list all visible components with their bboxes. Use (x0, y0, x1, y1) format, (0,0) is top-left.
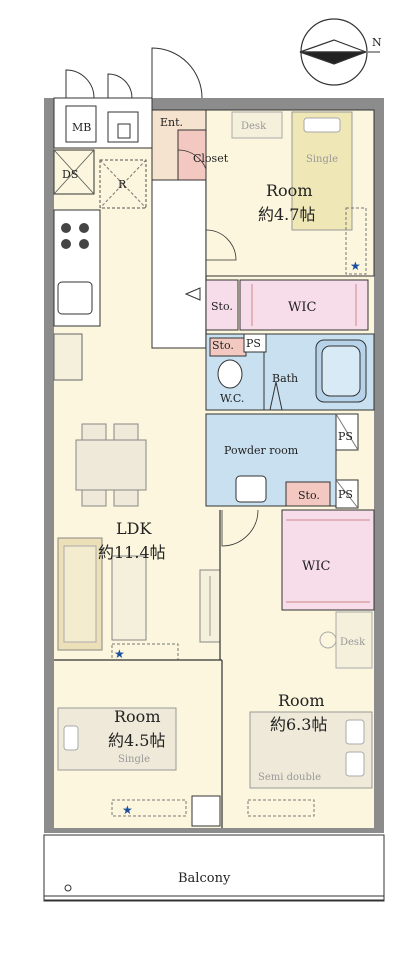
single-bed-bl (57, 707, 177, 771)
room-right-size: 約6.3帖 (270, 715, 327, 734)
desk-top-label: Desk (241, 121, 267, 132)
r-label: R (118, 178, 127, 191)
ldk-size: 約11.4帖 (98, 543, 166, 562)
ps-right2-label: PS (338, 488, 353, 501)
room-bl-size: 約4.5帖 (108, 731, 165, 750)
room-top-name: Room (266, 181, 312, 200)
room-right-name: Room (278, 691, 324, 710)
wic-right (281, 509, 375, 611)
dining-table (75, 439, 147, 491)
star-icon: ★ (114, 647, 125, 661)
wic-right-label: WIC (302, 559, 330, 574)
closet-label: Closet (193, 152, 229, 165)
ent-label: Ent. (160, 116, 183, 129)
wic-top-label: WIC (288, 300, 316, 315)
single-bl-label: Single (118, 754, 150, 765)
mb-box (65, 105, 97, 143)
balcony-label: Balcony (178, 871, 231, 886)
north-arrow-icon: N (299, 18, 382, 86)
storage-top (205, 279, 239, 331)
semi-double-label: Semi double (258, 772, 321, 783)
sto-wic-label: Sto. (211, 300, 233, 313)
desk-right-label: Desk (340, 637, 366, 648)
mb-label: MB (72, 121, 91, 134)
room-bl-name: Room (114, 707, 160, 726)
sto-powder-label: Sto. (298, 489, 320, 502)
wic-top (239, 279, 369, 331)
sto-small-label: Sto. (212, 339, 234, 352)
balcony (43, 834, 385, 902)
ps-top-label: PS (246, 337, 261, 350)
powder-room-label: Powder room (224, 444, 299, 457)
wc-label: W.C. (220, 392, 244, 405)
ps-right1-label: PS (338, 430, 353, 443)
svg-text:N: N (372, 36, 382, 49)
room-top-size: 約4.7帖 (258, 205, 315, 224)
ldk-name: LDK (116, 519, 152, 538)
star-icon: ★ (350, 259, 361, 273)
ds-label: DS (62, 168, 78, 181)
single-top-label: Single (306, 154, 338, 165)
bath-label: Bath (272, 372, 298, 385)
star-icon: ★ (122, 803, 133, 817)
